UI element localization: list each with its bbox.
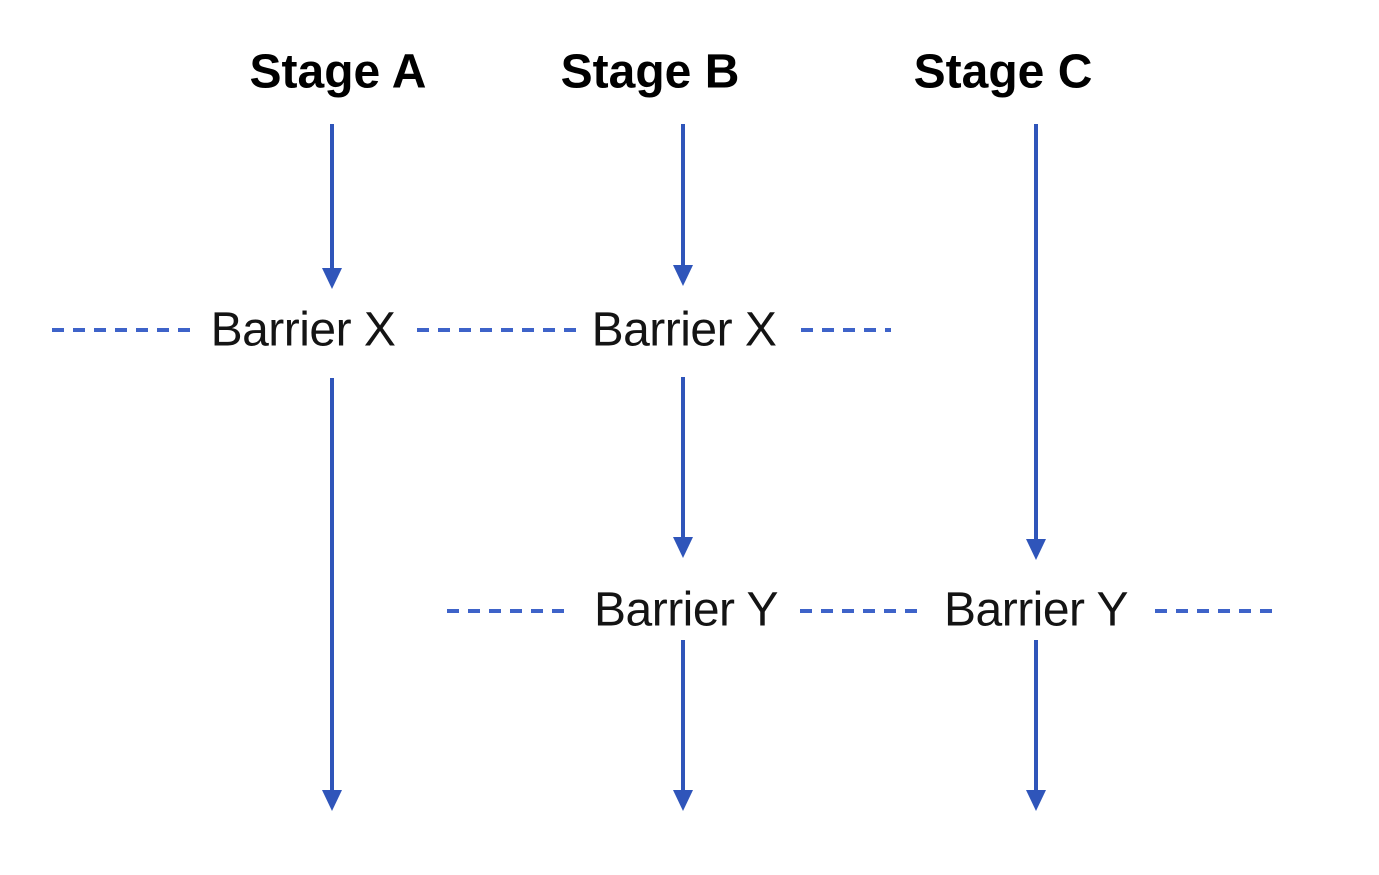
stage-c-lane [1026, 124, 1046, 811]
barrier-y-label-2: Barrier Y [943, 583, 1129, 637]
stage-b-arrow-3-head-icon [673, 790, 693, 811]
stage-a-arrow-2-head-icon [322, 790, 342, 811]
stage-a-lane [322, 124, 342, 811]
barrier-x-label-1: Barrier X [210, 303, 396, 357]
stage-c-arrow-2-head-icon [1026, 790, 1046, 811]
stage-c-arrow-1-head-icon [1026, 539, 1046, 560]
stage-b-lane [673, 124, 693, 811]
stage-c-label: Stage C [913, 45, 1093, 99]
barrier-x-label-2: Barrier X [591, 303, 777, 357]
stage-b-label: Stage B [560, 45, 740, 99]
stage-b-arrow-1-head-icon [673, 265, 693, 286]
stage-a-arrow-1-head-icon [322, 268, 342, 289]
stage-a-label: Stage A [249, 45, 427, 99]
stage-b-arrow-2-head-icon [673, 537, 693, 558]
barrier-y-label-1: Barrier Y [593, 583, 779, 637]
